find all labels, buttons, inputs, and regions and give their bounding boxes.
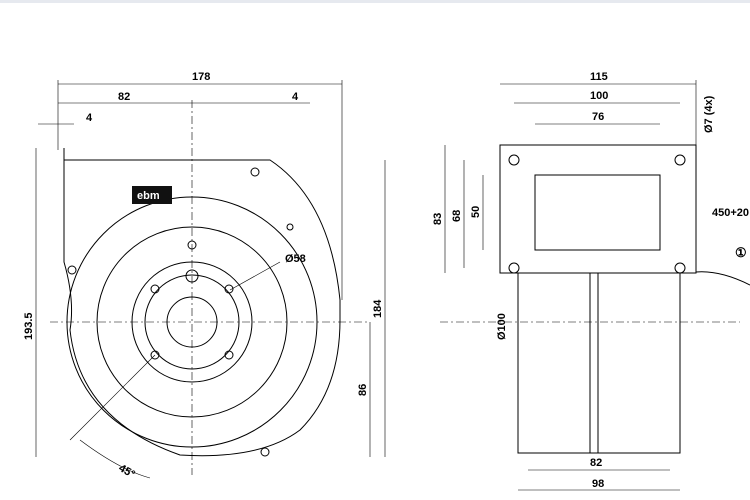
side-view: 115 100 76 83 68 50 Ø100 82 98 Ø7 (4x) 4…	[432, 71, 750, 491]
dim-115: 115	[590, 71, 608, 83]
dim-178: 178	[192, 71, 210, 83]
logo-text: ebm	[137, 190, 160, 202]
dim-82-side: 82	[590, 457, 602, 469]
dim-83: 83	[432, 213, 444, 225]
dim-50: 50	[470, 206, 482, 218]
dim-cable: 450+20	[712, 207, 749, 219]
dim-holes: Ø7 (4x)	[703, 95, 715, 133]
dim-82: 82	[118, 91, 130, 103]
ebm-logo	[132, 186, 172, 204]
dim-184: 184	[372, 299, 384, 318]
dim-4-right: 4	[292, 91, 299, 103]
note-marker: ①	[735, 245, 747, 260]
top-bar	[0, 0, 750, 3]
dim-100: 100	[590, 90, 608, 102]
front-view: ebm 178 82 4 4 193.5 184 86 Ø58 45°	[23, 71, 386, 481]
dim-4-left: 4	[86, 112, 93, 124]
dim-76: 76	[592, 111, 604, 123]
dim-outlet: Ø100	[496, 313, 508, 340]
dim-86: 86	[357, 384, 369, 396]
dim-98: 98	[592, 478, 604, 490]
dim-193.5: 193.5	[23, 312, 35, 340]
dim-angle: 45°	[117, 462, 137, 481]
dim-68: 68	[451, 210, 463, 222]
dim-hub: Ø58	[285, 253, 306, 265]
